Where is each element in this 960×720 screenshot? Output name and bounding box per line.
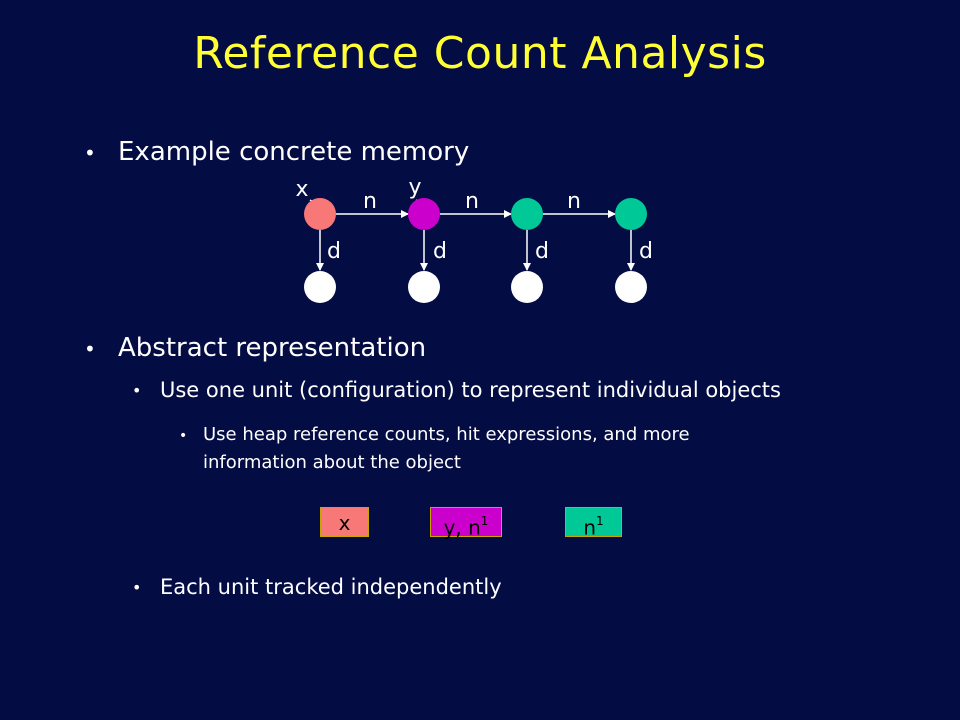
sub-sub-bullet-dot: • (179, 428, 188, 444)
unit-box-x: x (320, 507, 369, 537)
sub-sub-bullet-heap-counts: • Use heap reference counts, hit express… (179, 421, 690, 477)
unit-box-y-n1: y, n1 (430, 507, 502, 540)
sub-bullet-tracked-independently: • Each unit tracked independently (132, 575, 502, 599)
sub-bullet-one-unit: • Use one unit (configuration) to repres… (132, 378, 781, 402)
data-node-1 (304, 271, 336, 303)
edge-d-label-3: d (535, 239, 549, 264)
list-node-3 (511, 198, 543, 230)
bullet-abstract-representation: • Abstract representation (84, 333, 427, 363)
unit-box-label: y, n (443, 515, 481, 540)
sub-sub-bullet-line-2: information about the object (203, 452, 461, 473)
sub-sub-bullet-line-1: Use heap reference counts, hit expressio… (203, 424, 690, 445)
unit-box-superscript: 1 (480, 514, 489, 528)
list-node-4 (615, 198, 647, 230)
sub-bullet-text: Each unit tracked independently (160, 575, 502, 599)
sub-bullet-text: Use one unit (configuration) to represen… (160, 378, 781, 402)
data-node-2 (408, 271, 440, 303)
unit-box-superscript: 1 (596, 514, 604, 528)
var-label-y: y (408, 175, 421, 200)
data-node-3 (511, 271, 543, 303)
bullet-example-memory: • Example concrete memory (84, 137, 470, 167)
sub-bullet-dot: • (132, 381, 142, 400)
bullet-dot: • (84, 141, 96, 165)
edge-n-label-3: n (567, 189, 581, 214)
unit-box-label: x (338, 511, 351, 535)
edge-d-label-1: d (327, 239, 341, 264)
sub-bullet-dot: • (132, 578, 142, 597)
edge-d-label-2: d (433, 239, 447, 264)
var-label-x: x (295, 177, 308, 202)
bullet-dot: • (84, 337, 96, 361)
edge-n-label-2: n (465, 189, 479, 214)
bullet-text: Abstract representation (118, 333, 427, 363)
edge-n-label-1: n (363, 189, 377, 214)
list-node-2 (408, 198, 440, 230)
unit-box-n1: n1 (565, 507, 622, 540)
data-node-4 (615, 271, 647, 303)
bullet-text: Example concrete memory (118, 137, 470, 167)
slide-title: Reference Count Analysis (193, 28, 767, 79)
list-node-1 (304, 198, 336, 230)
edge-d-label-4: d (639, 239, 653, 264)
unit-box-label: n (583, 515, 597, 540)
